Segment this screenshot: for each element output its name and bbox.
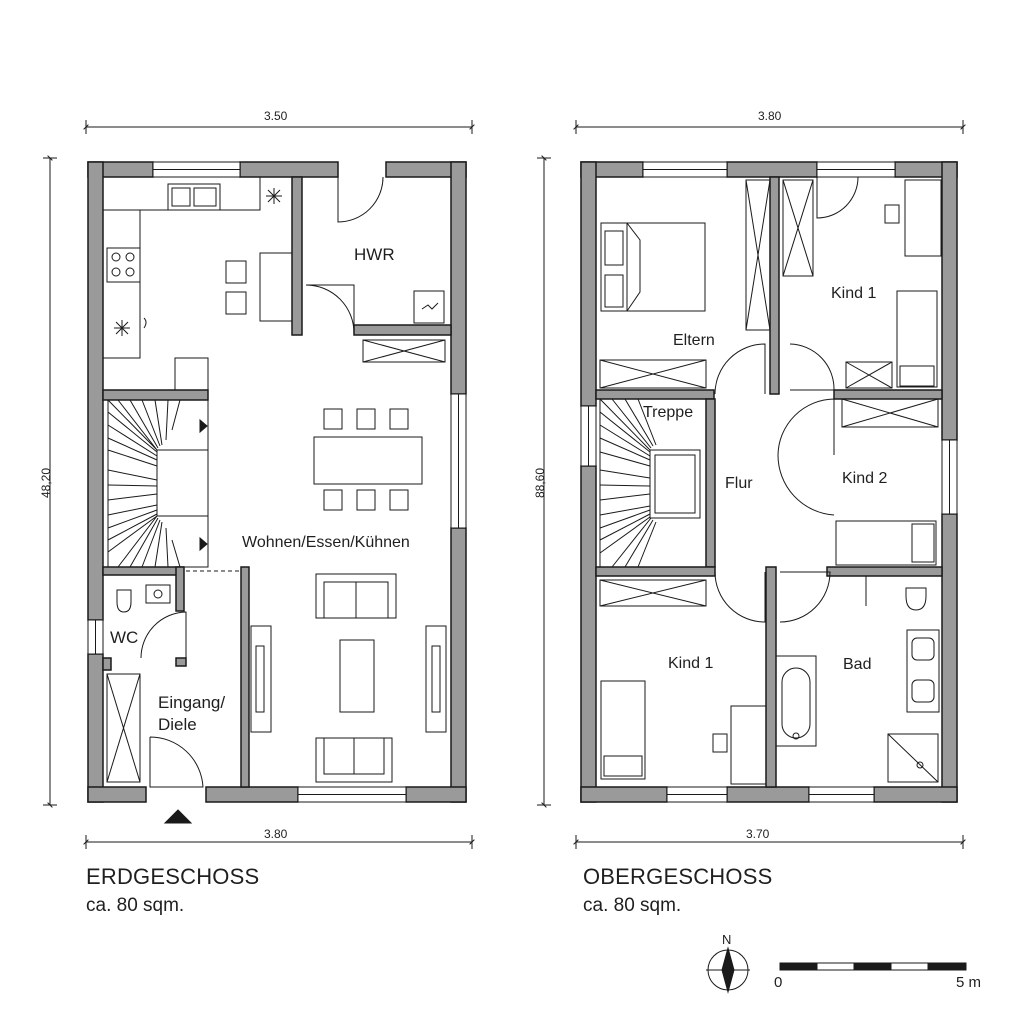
room-label-wc: WC xyxy=(110,628,139,647)
wc-entry-fixtures xyxy=(106,584,193,824)
kitchen-counters xyxy=(103,177,293,391)
room-label-kind2: Kind 2 xyxy=(842,470,888,487)
room-label-kind1-top: Kind 1 xyxy=(831,285,877,302)
ground-floor-staircase xyxy=(107,399,209,568)
room-label-kind1-bottom: Kind 1 xyxy=(668,655,714,672)
upper-floor-staircase xyxy=(599,398,707,568)
north-arrow-icon xyxy=(706,946,750,994)
kind2-furniture xyxy=(835,398,939,566)
eltern-furniture xyxy=(599,179,771,389)
ground-floor-plan xyxy=(43,120,475,849)
ground-floor-dim-bottom: 3.80 xyxy=(264,827,288,841)
hwr-storage xyxy=(362,290,446,363)
ground-floor-walls xyxy=(87,161,467,803)
room-label-living: Wohnen/Essen/Kühnen xyxy=(242,534,410,551)
north-arrow-label: N xyxy=(722,932,732,947)
upper-floor-doors xyxy=(714,176,859,623)
upper-floor-dimension-lines xyxy=(537,120,966,849)
room-label-flur: Flur xyxy=(725,475,753,492)
ground-floor-dimension-lines xyxy=(43,120,475,849)
upper-floor-title: OBERGESCHOSS xyxy=(583,864,773,889)
ground-floor-dim-left: 48,20 xyxy=(39,467,53,499)
upper-floor-area: ca. 80 sqm. xyxy=(583,895,682,916)
scale-bar-start-label: 0 xyxy=(774,974,783,991)
room-label-treppe: Treppe xyxy=(643,404,694,421)
room-label-bad: Bad xyxy=(843,656,872,673)
bathroom-fixtures xyxy=(775,576,940,783)
upper-floor-plan xyxy=(537,120,967,994)
room-label-hwr: HWR xyxy=(354,245,395,264)
ground-floor-title: ERDGESCHOSS xyxy=(86,864,260,889)
living-dining-furniture xyxy=(250,408,447,783)
upper-floor-dim-top: 3.80 xyxy=(758,109,782,123)
ground-floor-windows xyxy=(87,161,467,803)
upper-floor-walls xyxy=(580,161,958,803)
upper-floor-dim-left: 88,60 xyxy=(533,467,547,499)
kind1-top-furniture xyxy=(782,179,942,389)
upper-floor-dim-bottom: 3.70 xyxy=(746,827,770,841)
room-label-entry-line1: Eingang/ xyxy=(158,693,226,712)
scale-bar-end-label: 5 m xyxy=(956,974,982,991)
kind1-bottom-furniture xyxy=(599,579,767,785)
ground-floor-dim-top: 3.50 xyxy=(264,109,288,123)
ground-floor-area: ca. 80 sqm. xyxy=(86,895,185,916)
room-label-eltern: Eltern xyxy=(673,332,715,349)
ground-floor-doors xyxy=(140,176,384,788)
scale-bar xyxy=(779,962,967,971)
room-label-entry-line2: Diele xyxy=(158,715,197,734)
upper-floor-windows xyxy=(580,161,958,803)
